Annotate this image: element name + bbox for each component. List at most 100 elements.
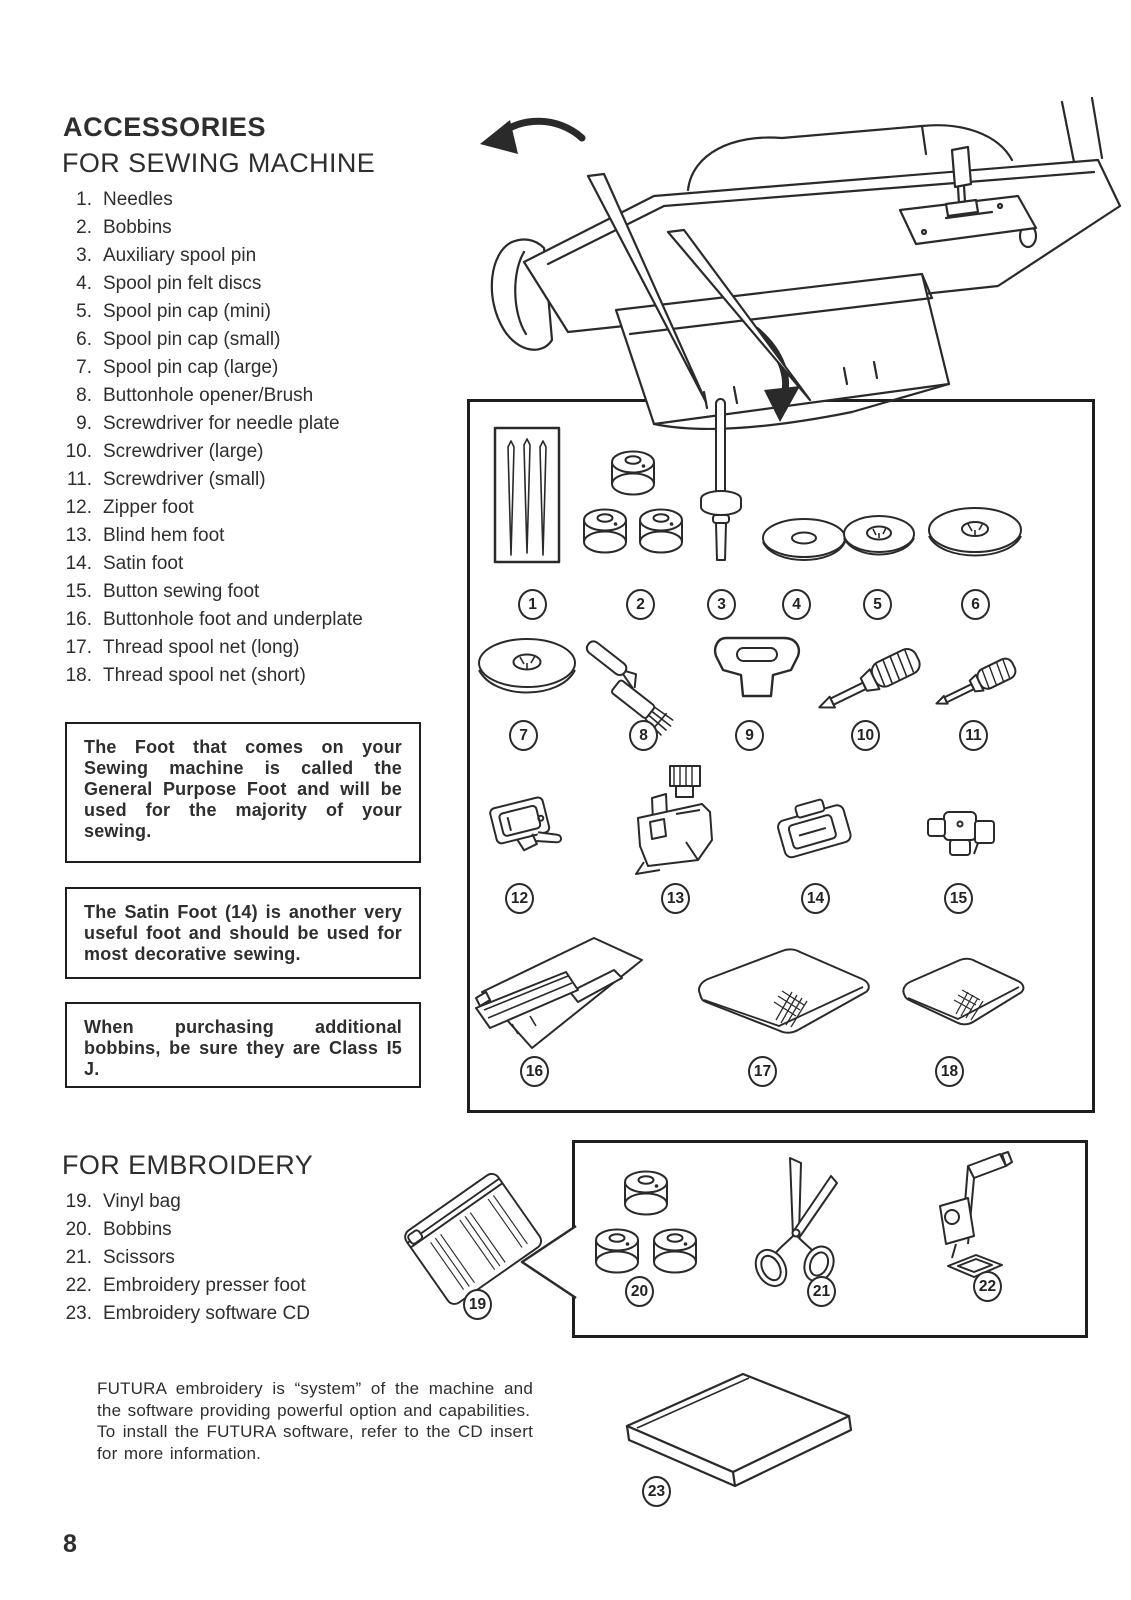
- list-item: 14. Satin foot: [58, 554, 428, 573]
- button-sewing-foot-illustration: [918, 792, 1003, 867]
- futura-paragraph-1: FUTURA embroidery is “system” of the mac…: [97, 1379, 533, 1420]
- screwdriver-large-illustration: [812, 615, 927, 720]
- futura-paragraph-2: To install the FUTURA software, refer to…: [97, 1422, 533, 1463]
- list-item-label: Auxiliary spool pin: [103, 245, 257, 266]
- figure-badge-8: 8: [629, 720, 658, 751]
- list-item: 5. Spool pin cap (mini): [58, 302, 428, 321]
- list-item-number: 13.: [65, 525, 92, 546]
- list-item-number: 19.: [65, 1191, 92, 1212]
- screwdriver-small-illustration: [930, 635, 1025, 715]
- list-item-number: 7.: [76, 357, 92, 378]
- list-item: 4. Spool pin felt discs: [58, 274, 428, 293]
- list-item-label: Screwdriver for needle plate: [103, 413, 340, 434]
- list-item-number: 20.: [65, 1219, 92, 1240]
- list-item-number: 2.: [76, 217, 92, 238]
- list-item-number: 11.: [66, 469, 92, 490]
- page-title: ACCESSORIES: [63, 112, 267, 142]
- list-item-number: 15.: [65, 581, 92, 602]
- list-item-number: 16.: [65, 609, 92, 630]
- list-item: 17. Thread spool net (long): [58, 638, 428, 657]
- felt-disc-illustration: [760, 512, 848, 568]
- list-item-number: 6.: [76, 329, 92, 350]
- figure-badge-16: 16: [520, 1056, 549, 1087]
- list-item-label: Zipper foot: [103, 497, 194, 518]
- list-item-label: Embroidery software CD: [103, 1303, 310, 1324]
- figure-badge-4: 4: [782, 589, 811, 620]
- list-item: 6. Spool pin cap (small): [58, 330, 428, 349]
- list-item: 13. Blind hem foot: [58, 526, 428, 545]
- buttonhole-foot-underplate-illustration: [472, 928, 650, 1056]
- list-item-label: Blind hem foot: [103, 525, 225, 546]
- needles-illustration: [492, 425, 564, 575]
- figure-badge-1: 1: [518, 589, 547, 620]
- list-item-label: Spool pin cap (large): [103, 357, 279, 378]
- list-item: 10. Screwdriver (large): [58, 442, 428, 461]
- list-item: 18. Thread spool net (short): [58, 666, 428, 685]
- spool-cap-mini-illustration: [841, 508, 917, 566]
- thread-net-short-illustration: [898, 952, 1026, 1036]
- list-item-number: 10.: [65, 441, 92, 462]
- list-item-label: Screwdriver (small): [103, 469, 266, 490]
- list-item: 11. Screwdriver (small): [58, 470, 428, 489]
- list-item-label: Vinyl bag: [103, 1191, 181, 1212]
- spool-cap-large-illustration: [476, 630, 578, 708]
- blind-hem-foot-illustration: [606, 762, 724, 884]
- figure-badge-5: 5: [863, 589, 892, 620]
- zipper-foot-illustration: [480, 785, 572, 865]
- list-item-label: Satin foot: [103, 553, 184, 574]
- bag-pointer-wedge: [520, 1224, 577, 1300]
- list-item-label: Buttonhole opener/Brush: [103, 385, 314, 406]
- list-item-number: 5.: [76, 301, 92, 322]
- list-item-label: Buttonhole foot and underplate: [103, 609, 363, 630]
- scissors-illustration: [733, 1152, 855, 1294]
- list-item-label: Spool pin felt discs: [103, 273, 262, 294]
- figure-badge-6: 6: [961, 589, 990, 620]
- list-item: 3. Auxiliary spool pin: [58, 246, 428, 265]
- list-item-number: 23.: [65, 1303, 92, 1324]
- list-item: 16. Buttonhole foot and underplate: [58, 610, 428, 629]
- list-item-label: Embroidery presser foot: [103, 1275, 306, 1296]
- list-item: 12. Zipper foot: [58, 498, 428, 517]
- list-item-label: Screwdriver (large): [103, 441, 264, 462]
- figure-badge-19: 19: [463, 1289, 492, 1320]
- list-item-number: 12.: [65, 497, 92, 518]
- figure-badge-21: 21: [807, 1276, 836, 1307]
- list-item: 21. Scissors: [58, 1248, 428, 1267]
- list-item: 22. Embroidery presser foot: [58, 1276, 428, 1295]
- figure-badge-17: 17: [748, 1056, 777, 1087]
- list-item: 19. Vinyl bag: [58, 1192, 428, 1211]
- embroidery-accessories-list: 19. Vinyl bag 20. Bobbins 21. Scissors 2…: [58, 1192, 428, 1332]
- embroidery-presser-foot-illustration: [912, 1148, 1020, 1300]
- figure-badge-14: 14: [801, 883, 830, 914]
- list-item-label: Scissors: [103, 1247, 175, 1268]
- needle-plate-screwdriver-illustration: [710, 630, 804, 705]
- list-item-label: Spool pin cap (small): [103, 329, 281, 350]
- bobbins-illustration: [582, 448, 684, 566]
- sewing-machine-illustration: [452, 90, 1131, 430]
- list-item-number: 14.: [65, 553, 92, 574]
- figure-badge-7: 7: [509, 720, 538, 751]
- figure-badge-3: 3: [707, 589, 736, 620]
- figure-badge-23: 23: [642, 1476, 671, 1507]
- list-item-number: 9.: [76, 413, 92, 434]
- buttonhole-opener-brush-illustration: [585, 622, 694, 736]
- note-bobbin-class: When purchasing additional bobbins, be s…: [65, 1002, 421, 1088]
- software-cd-illustration: [583, 1362, 888, 1497]
- list-item-label: Thread spool net (short): [103, 665, 306, 686]
- figure-badge-12: 12: [505, 883, 534, 914]
- list-item: 23. Embroidery software CD: [58, 1304, 428, 1323]
- list-item-label: Button sewing foot: [103, 581, 260, 602]
- list-item-number: 17.: [65, 637, 92, 658]
- list-item: 8. Buttonhole opener/Brush: [58, 386, 428, 405]
- figure-badge-11: 11: [959, 720, 988, 751]
- list-item-label: Bobbins: [103, 1219, 172, 1240]
- thread-net-long-illustration: [692, 942, 877, 1044]
- list-item-label: Spool pin cap (mini): [103, 301, 271, 322]
- list-item-number: 1.: [76, 189, 92, 210]
- figure-badge-9: 9: [735, 720, 764, 751]
- sewing-accessories-list: 1. Needles 2. Bobbins 3. Auxiliary spool…: [58, 190, 428, 694]
- figure-badge-22: 22: [973, 1271, 1002, 1302]
- list-item: 20. Bobbins: [58, 1220, 428, 1239]
- list-item-number: 22.: [65, 1275, 92, 1296]
